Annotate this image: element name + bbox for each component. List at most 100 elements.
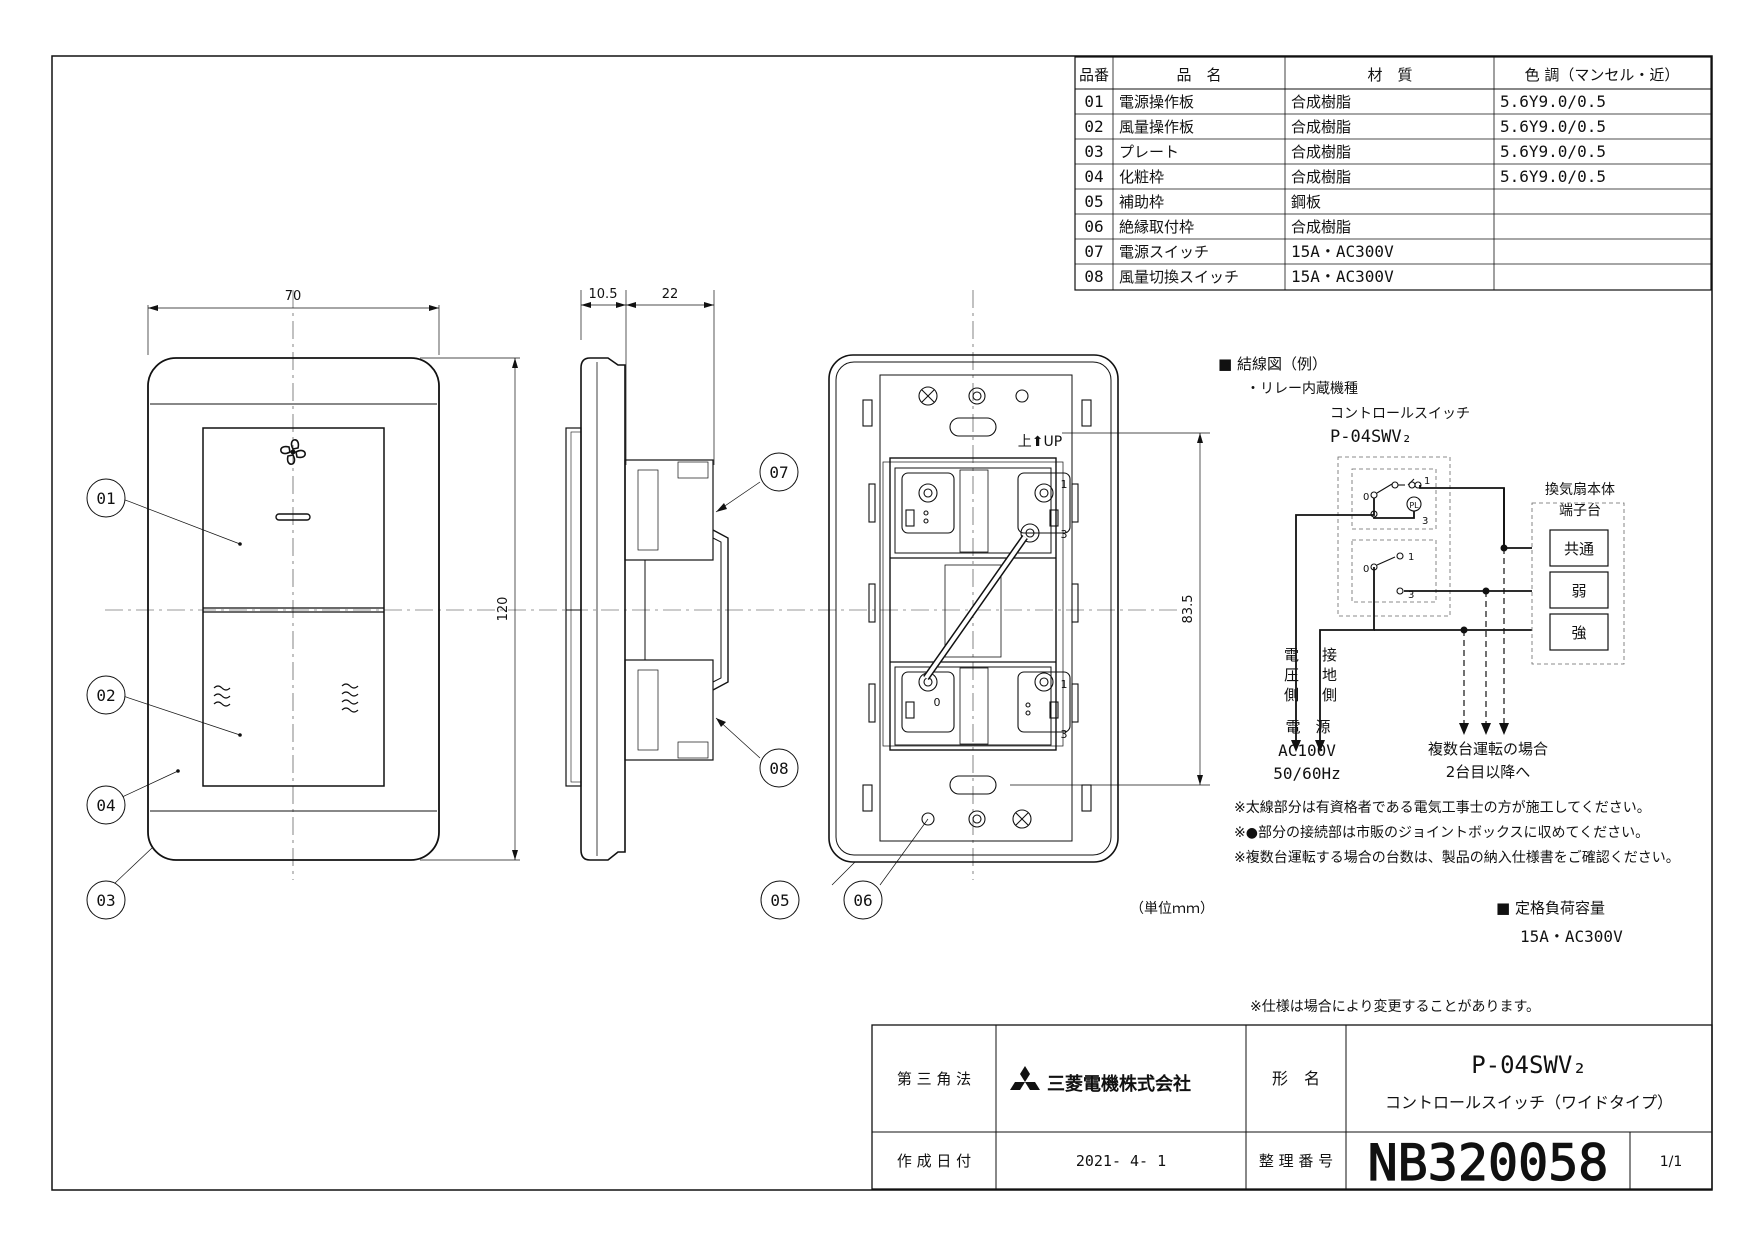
model-label: 形 名 — [1272, 1069, 1320, 1088]
callout-circle-04 — [86, 785, 126, 825]
spec-note: ※仕様は場合により変更することがあります。 — [1250, 998, 1540, 1015]
table-cell-r2-c0: 03 — [1084, 142, 1103, 161]
table-header-no: 品番 — [1079, 66, 1109, 84]
table-cell-r5-c0: 06 — [1084, 217, 1103, 236]
dim-pitch: 83.5 — [1181, 595, 1196, 624]
projection-label: 第 三 角 法 — [897, 1070, 971, 1088]
callout-label-03: 03 — [96, 891, 115, 910]
rear-terminal-1-bottom: 1 — [1061, 678, 1068, 691]
callout-label-05: 05 — [770, 891, 789, 910]
strong-wave-icon — [341, 683, 359, 713]
pl-label: PL — [1409, 501, 1419, 510]
table-header-color: 色 調（マンセル・近） — [1525, 66, 1680, 84]
rear-view: 1 3 1 3 0 上⬆UP 83.5 — [828, 290, 1210, 886]
weak-wave-icon — [213, 685, 231, 707]
model-number: P-04SWV₂ — [1471, 1051, 1587, 1079]
wiring-subtitle: ・リレー内蔵機種 — [1246, 381, 1358, 397]
power-label: 電 源 — [1285, 718, 1330, 736]
unit-label: （単位ｍｍ） — [1130, 901, 1214, 917]
number-label: 整 理 番 号 — [1259, 1152, 1333, 1170]
wire-t0-bottom: 0 — [1363, 564, 1369, 575]
ground-side-2: 地 — [1322, 666, 1337, 684]
table-cell-r2-c2: 合成樹脂 — [1291, 143, 1351, 161]
callout-circle-08 — [759, 748, 799, 788]
ground-side-1: 接 — [1322, 646, 1337, 664]
callout-circle-05 — [760, 880, 800, 920]
voltage-side-3: 側 — [1284, 686, 1299, 704]
dim-width: 70 — [285, 289, 302, 304]
fan-label-2: 端子台 — [1559, 503, 1601, 519]
table-cell-r7-c2: 15A・AC300V — [1291, 267, 1394, 286]
table-cell-r0-c1: 電源操作板 — [1119, 93, 1194, 111]
multi-unit-1: 複数台運転の場合 — [1428, 740, 1548, 758]
multi-unit-2: 2台目以降へ — [1446, 763, 1531, 781]
sheet-border — [51, 55, 1713, 1191]
plate — [147, 357, 440, 861]
date-label: 作 成 日 付 — [897, 1152, 971, 1170]
rear-terminal-3-top: 3 — [1061, 528, 1068, 541]
callout-label-07: 07 — [769, 463, 788, 482]
company-name: 三菱電機株式会社 — [1047, 1073, 1191, 1095]
rear-terminal-0-bottom: 0 — [934, 696, 941, 709]
table-cell-r4-c0: 05 — [1084, 192, 1103, 211]
title-block: 第 三 角 法 三菱電機株式会社 形 名 P-04SWV₂ コントロールスイッチ… — [871, 1024, 1713, 1193]
wiring-title: ■ 結線図（例） — [1218, 355, 1327, 373]
table-cell-r0-c3: 5.6Y9.0/0.5 — [1500, 92, 1606, 111]
table-cell-r3-c3: 5.6Y9.0/0.5 — [1500, 167, 1606, 186]
callout-circle-06 — [843, 880, 883, 920]
rated-load-value: 15A・AC300V — [1520, 927, 1623, 946]
callout-label-08: 08 — [769, 759, 788, 778]
callout-label-01: 01 — [96, 489, 115, 508]
fan-icon — [280, 439, 306, 465]
table-cell-r1-c2: 合成樹脂 — [1291, 118, 1351, 136]
terminal-strong: 強 — [1571, 624, 1586, 642]
power-freq: 50/60Hz — [1273, 764, 1340, 783]
callout-circle-01 — [86, 478, 126, 518]
power-voltage: AC100V — [1278, 741, 1336, 760]
table-cell-r3-c1: 化粧枠 — [1119, 168, 1164, 186]
callout-label-02: 02 — [96, 686, 115, 705]
table-header-name: 品 名 — [1176, 66, 1221, 84]
table-cell-r2-c1: プレート — [1119, 143, 1179, 161]
note-3: ※複数台運転する場合の台数は、製品の納入仕様書をご確認ください。 — [1234, 849, 1680, 866]
front-view: 70 120 — [105, 289, 1180, 884]
terminal-common: 共通 — [1564, 540, 1594, 558]
table-cell-r6-c2: 15A・AC300V — [1291, 242, 1394, 261]
voltage-side-1: 電 — [1284, 646, 1299, 664]
table-cell-r7-c1: 風量切換スイッチ — [1119, 268, 1239, 286]
table-cell-r5-c1: 絶縁取付枠 — [1119, 218, 1194, 236]
table-header-material: 材 質 — [1367, 66, 1412, 84]
callout-circle-07 — [759, 452, 799, 492]
table-cell-r0-c2: 合成樹脂 — [1291, 93, 1351, 111]
note-2: ※●部分の接続部は市販のジョイントボックスに収めてください。 — [1234, 824, 1649, 841]
table-cell-r3-c2: 合成樹脂 — [1291, 168, 1351, 186]
rated-load-title: ■ 定格負荷容量 — [1496, 899, 1605, 917]
dim-depth-front: 10.5 — [589, 287, 618, 302]
switch-dashed-box — [1337, 456, 1451, 617]
side-view: 10.5 22 — [565, 287, 761, 861]
rear-terminal-1-top: 1 — [1061, 478, 1068, 491]
table-cell-r0-c0: 01 — [1084, 92, 1103, 111]
terminal-weak: 弱 — [1571, 582, 1586, 600]
wiring-switch-model: P-04SWV₂ — [1330, 427, 1412, 447]
up-label: 上⬆UP — [1018, 434, 1062, 450]
sheet-number: 1/1 — [1660, 1154, 1683, 1170]
product-name: コントロールスイッチ（ワイドタイプ） — [1385, 1093, 1673, 1112]
wiring-diagram: ■ 結線図（例） ・リレー内蔵機種 コントロールスイッチ P-04SWV₂ PL… — [1218, 355, 1625, 783]
wire-t1-top: 1 — [1424, 476, 1430, 487]
callout-label-04: 04 — [96, 796, 115, 815]
table-cell-r4-c1: 補助枠 — [1119, 193, 1164, 211]
table-cell-r1-c1: 風量操作板 — [1119, 118, 1194, 136]
wire-t0-top: 0 — [1363, 492, 1369, 503]
voltage-side-2: 圧 — [1284, 666, 1299, 684]
dim-height: 120 — [496, 597, 511, 622]
table-cell-r7-c0: 08 — [1084, 267, 1103, 286]
ground-side-3: 側 — [1322, 686, 1337, 704]
wiring-switch-label: コントロールスイッチ — [1330, 406, 1470, 422]
callout-circle-03 — [86, 880, 126, 920]
table-cell-r1-c0: 02 — [1084, 117, 1103, 136]
table-cell-r6-c1: 電源スイッチ — [1119, 243, 1209, 261]
